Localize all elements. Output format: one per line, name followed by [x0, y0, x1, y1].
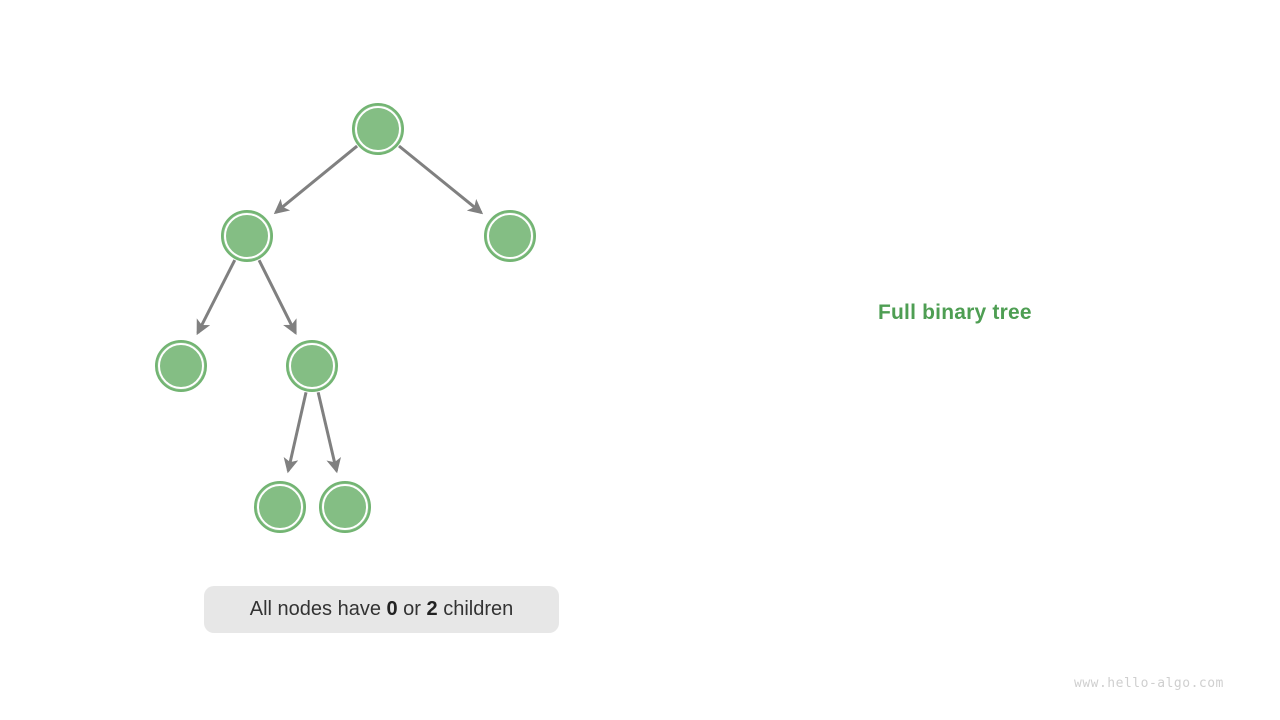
node-disc	[490, 216, 530, 256]
tree-node	[352, 103, 404, 155]
tree-node	[254, 481, 306, 533]
caption-text: All nodes have 0 or 2 children	[250, 598, 514, 621]
node-gap-ring	[224, 213, 270, 259]
caption-bold-zero: 0	[386, 598, 398, 620]
node-gap-ring	[257, 484, 303, 530]
tree-node	[286, 340, 338, 392]
tree-nodes	[155, 103, 536, 533]
node-disc	[358, 109, 398, 149]
caption-bold-two: 2	[426, 598, 438, 620]
node-disc	[325, 487, 365, 527]
page-title: Full binary tree	[878, 301, 1032, 324]
tree-node	[484, 210, 536, 262]
node-disc	[292, 346, 332, 386]
tree-edge	[196, 259, 237, 336]
tree-node	[319, 481, 371, 533]
watermark: www.hello-algo.com	[1074, 676, 1224, 691]
node-disc	[260, 487, 300, 527]
node-gap-ring	[322, 484, 368, 530]
tree-edge	[257, 259, 297, 336]
node-disc	[161, 346, 201, 386]
tree-node	[155, 340, 207, 392]
tree-edge	[273, 144, 359, 215]
node-gap-ring	[289, 343, 335, 389]
caption-box: All nodes have 0 or 2 children	[204, 586, 559, 633]
tree-edge	[316, 391, 341, 474]
tree-node	[221, 210, 273, 262]
tree-edges	[196, 144, 484, 474]
caption-prefix: All nodes have	[249, 598, 387, 620]
node-gap-ring	[355, 106, 401, 152]
caption-middle: or	[397, 598, 427, 620]
node-gap-ring	[487, 213, 533, 259]
node-disc	[227, 216, 267, 256]
caption-suffix: children	[437, 598, 514, 620]
tree-edge	[283, 391, 308, 474]
node-gap-ring	[158, 343, 204, 389]
tree-edge	[398, 144, 484, 215]
